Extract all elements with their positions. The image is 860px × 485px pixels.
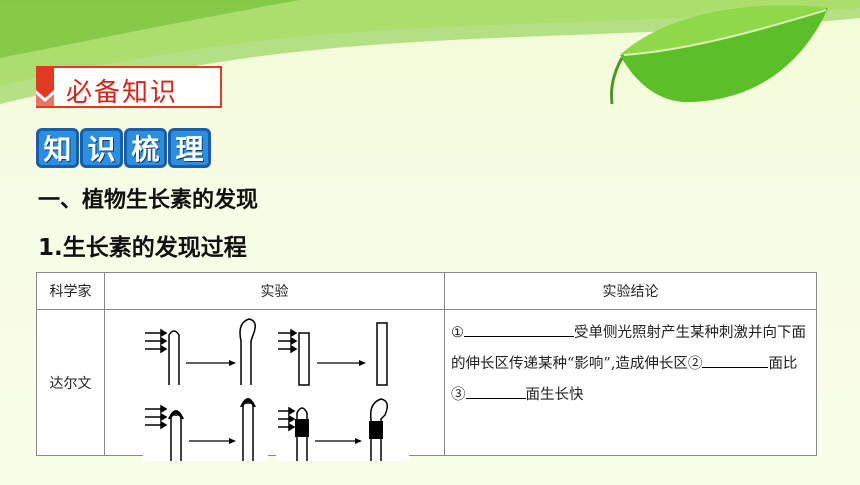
section-heading: 一、植物生长素的发现 bbox=[38, 188, 259, 213]
table-row: 达尔文 bbox=[36, 309, 817, 461]
badge-char: 梳 bbox=[124, 128, 167, 168]
panel-tip-removed bbox=[276, 315, 409, 386]
experiment-diagram bbox=[143, 315, 409, 461]
leaf-icon bbox=[610, 5, 828, 105]
tag-marker-icon bbox=[36, 68, 54, 108]
header-scientist: 科学家 bbox=[36, 272, 105, 310]
panel-tip-intact bbox=[143, 315, 268, 385]
knowledge-summary-badge: 知 识 梳 理 bbox=[36, 128, 212, 172]
header-experiment: 实验 bbox=[104, 272, 445, 310]
scientist-cell: 达尔文 bbox=[36, 309, 105, 456]
experiment-cell bbox=[104, 309, 445, 461]
answer-blank-3[interactable] bbox=[465, 382, 526, 399]
answer-blank-2[interactable] bbox=[702, 351, 769, 368]
discovery-table: 科学家 实验 实验结论 达尔文 bbox=[36, 272, 817, 461]
panel-base-covered bbox=[276, 391, 409, 461]
table-header-row: 科学家 实验 实验结论 bbox=[36, 272, 817, 310]
badge-char: 知 bbox=[36, 128, 79, 168]
section-tag: 必备知识 bbox=[36, 66, 222, 108]
subsection-heading: 1.生长素的发现过程 bbox=[38, 235, 247, 261]
badge-char: 识 bbox=[80, 128, 123, 168]
header-conclusion: 实验结论 bbox=[444, 272, 817, 310]
conclusion-text-1: 受单侧光照射产生某种刺激并向下面的伸长区传递某种“影响”,造成伸长区② bbox=[451, 325, 806, 372]
conclusion-text-3: 面生长快 bbox=[525, 387, 584, 403]
conclusion-text-2: 面比③ bbox=[451, 356, 798, 403]
blank-marker-1: ① bbox=[451, 325, 464, 341]
section-tag-label: 必备知识 bbox=[66, 78, 179, 108]
badge-char: 理 bbox=[168, 128, 211, 168]
answer-blank-1[interactable] bbox=[464, 320, 574, 337]
panel-tip-covered bbox=[143, 391, 268, 461]
